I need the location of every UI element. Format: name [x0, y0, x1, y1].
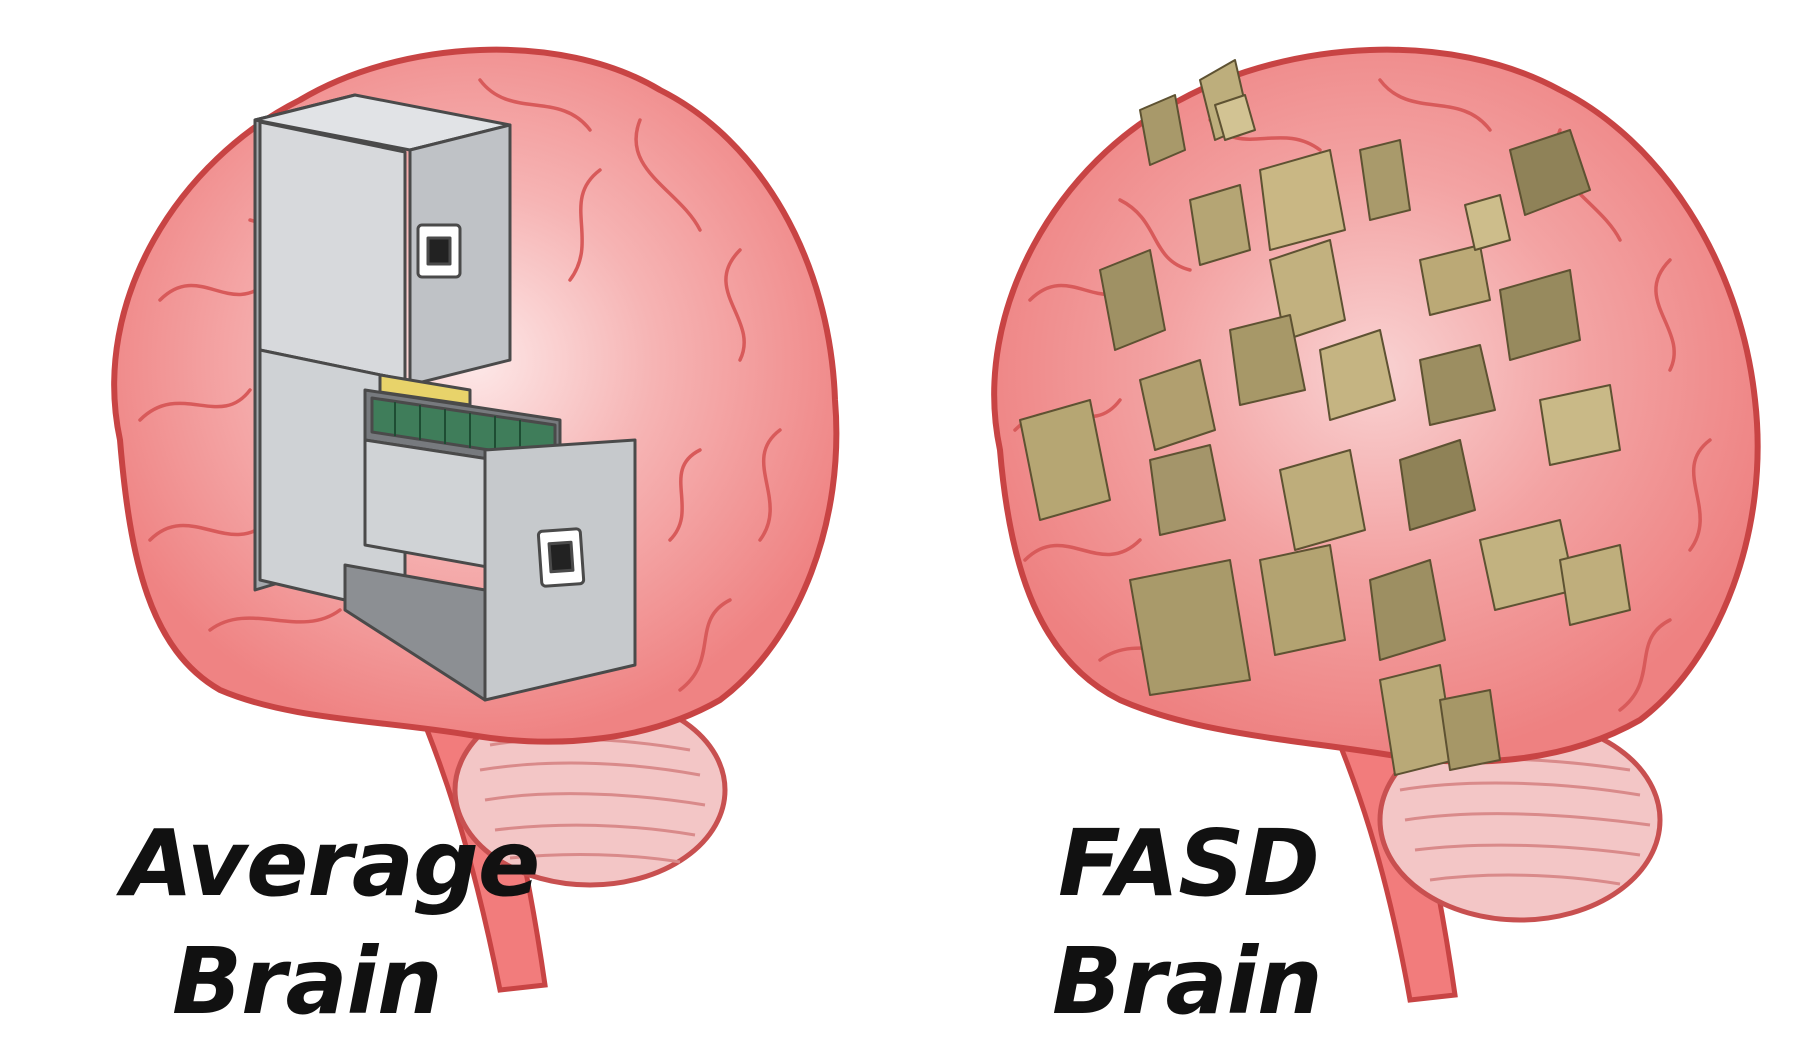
fasd-caption-line2: Brain [1052, 936, 1322, 1028]
average-caption-line1: Average [122, 818, 539, 910]
average-caption-line2: Brain [172, 936, 442, 1028]
fasd-caption-line1: FASD [1058, 818, 1319, 910]
